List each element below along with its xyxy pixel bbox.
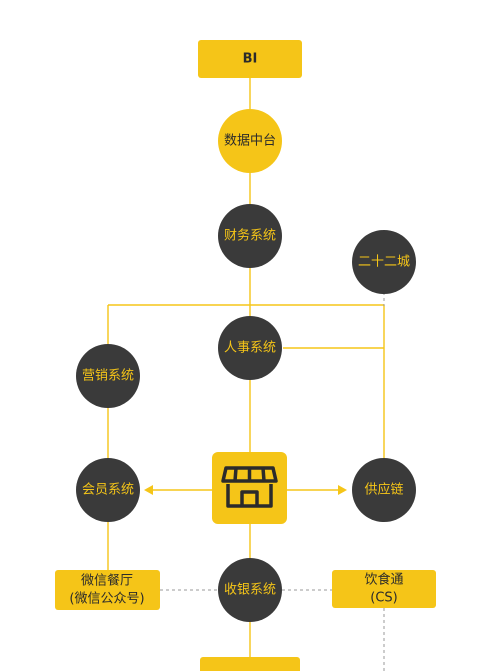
member-label: 会员系统 <box>82 483 134 498</box>
finance-node: 财务系统 <box>218 204 282 268</box>
marketing-label: 营销系统 <box>82 369 134 384</box>
yinshitong-label-line2: (CS) <box>370 591 397 606</box>
bottom-partial-node <box>200 657 300 671</box>
bi-node: BI <box>198 40 302 78</box>
store-icon <box>221 466 278 508</box>
wechat-node: 微信餐厅 (微信公众号) <box>55 570 160 610</box>
erchengcheng-node: 二十二城 <box>352 230 416 294</box>
bi-label: BI <box>243 52 258 67</box>
supply-chain-label: 供应链 <box>364 482 403 498</box>
hr-node: 人事系统 <box>218 316 282 380</box>
data-center-node: 数据中台 <box>218 109 282 173</box>
yinshitong-label-line1: 饮食通 <box>364 572 403 588</box>
dashed-lines <box>160 292 385 671</box>
supply-chain-node: 供应链 <box>352 458 416 522</box>
member-node: 会员系统 <box>76 458 140 522</box>
pos-node: 收银系统 <box>218 558 282 622</box>
store-node <box>212 452 287 524</box>
hr-label: 人事系统 <box>224 341 276 356</box>
finance-label: 财务系统 <box>224 228 276 244</box>
wechat-label-line1: 微信餐厅 <box>81 573 133 589</box>
erchengcheng-label: 二十二城 <box>358 255 410 270</box>
marketing-node: 营销系统 <box>76 344 140 408</box>
yinshitong-node: 饮食通 (CS) <box>332 570 436 608</box>
arrow-to-supply <box>338 485 347 495</box>
pos-label: 收银系统 <box>224 583 276 598</box>
wechat-label-line2: (微信公众号) <box>69 592 144 607</box>
arrow-to-member <box>144 485 153 495</box>
data-center-label: 数据中台 <box>224 134 276 149</box>
